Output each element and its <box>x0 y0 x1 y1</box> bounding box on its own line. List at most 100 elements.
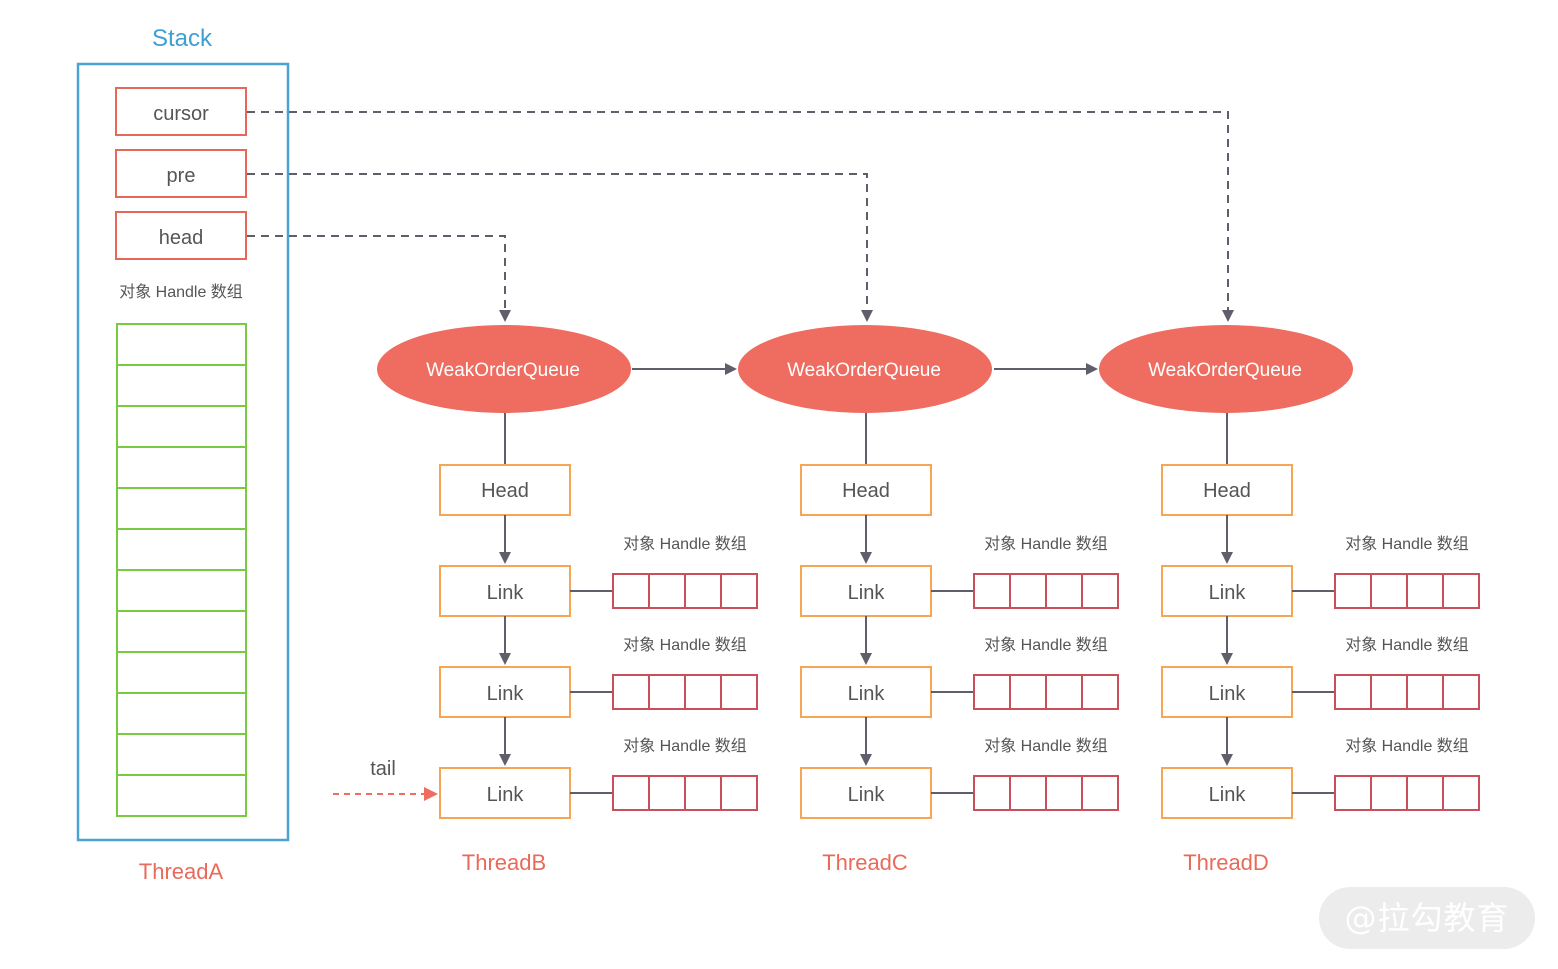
link-array-slot <box>720 775 758 811</box>
link-array-slot <box>1081 775 1119 811</box>
tail-label: tail <box>370 758 396 780</box>
pointer-pre-label: pre <box>167 165 196 187</box>
thread-label: ThreadC <box>822 850 908 875</box>
link-array-label: 对象 Handle 数组 <box>623 737 747 755</box>
stack-array-slot <box>116 528 247 571</box>
link-node <box>439 565 571 617</box>
head-node-label: Head <box>842 480 890 502</box>
link-array-slot <box>1370 573 1408 609</box>
stack-array-slot <box>116 323 247 366</box>
link-array-slot <box>1442 775 1480 811</box>
link-array-slot <box>1406 674 1444 710</box>
link-array-slot <box>1334 573 1372 609</box>
stack-array-slot <box>116 446 247 489</box>
link-array-slot <box>1009 775 1047 811</box>
link-array-slot <box>1334 674 1372 710</box>
link-array-slot <box>1442 573 1480 609</box>
link-array-label: 对象 Handle 数组 <box>1345 636 1469 654</box>
link-array-slot <box>973 775 1011 811</box>
stack-array-slot <box>116 692 247 735</box>
link-array-slot <box>1370 674 1408 710</box>
link-array-slot <box>973 674 1011 710</box>
stack-array-slot <box>116 733 247 776</box>
stack-array-slot <box>116 774 247 817</box>
pre-pointer-line <box>247 173 873 322</box>
link-node-label: Link <box>1209 683 1247 705</box>
stack-array-slot <box>116 405 247 448</box>
stack-array-slot <box>116 651 247 694</box>
pointer-cursor-label: cursor <box>153 103 209 125</box>
head-node-label: Head <box>481 480 529 502</box>
link-array-slot <box>720 674 758 710</box>
link-array-slot <box>973 573 1011 609</box>
stack-container <box>76 62 290 842</box>
stack-array-slot <box>116 569 247 612</box>
link-array-slot <box>612 775 650 811</box>
link-array-label: 对象 Handle 数组 <box>623 535 747 553</box>
link-node <box>1161 767 1293 819</box>
head-pointer-line <box>247 235 511 322</box>
link-array-slot <box>720 573 758 609</box>
link-array-slot <box>684 674 722 710</box>
thread-label: ThreadB <box>462 850 546 875</box>
link-array-slot <box>648 573 686 609</box>
link-array-slot <box>648 674 686 710</box>
link-array-label: 对象 Handle 数组 <box>984 636 1108 654</box>
link-array-label: 对象 Handle 数组 <box>984 535 1108 553</box>
link-array-slot <box>1406 775 1444 811</box>
pointer-pre: pre <box>115 149 247 198</box>
link-array-slot <box>612 573 650 609</box>
link-array-slot <box>684 775 722 811</box>
weak-order-queue-label: WeakOrderQueue <box>426 360 580 381</box>
link-node-label: Link <box>1209 784 1247 806</box>
weak-order-queue-node <box>377 325 631 413</box>
watermark: @拉勾教育 <box>1319 887 1535 949</box>
weak-order-queue-label: WeakOrderQueue <box>1148 360 1302 381</box>
pointer-head-label: head <box>159 227 204 249</box>
link-array-slot <box>1334 775 1372 811</box>
link-node <box>1161 565 1293 617</box>
stack-array-label: 对象 Handle 数组 <box>119 283 243 301</box>
link-array-slot <box>1045 775 1083 811</box>
link-array-slot <box>1442 674 1480 710</box>
link-array-label: 对象 Handle 数组 <box>984 737 1108 755</box>
stack-handle-array <box>116 323 247 817</box>
pointer-cursor: cursor <box>115 87 247 136</box>
link-array-slot <box>1009 674 1047 710</box>
link-array-slot <box>1406 573 1444 609</box>
link-node-label: Link <box>487 784 525 806</box>
head-node <box>1161 464 1293 516</box>
link-node-label: Link <box>1209 582 1247 604</box>
link-array-slot <box>1081 573 1119 609</box>
head-node-label: Head <box>1203 480 1251 502</box>
link-array-slot <box>1081 674 1119 710</box>
stack-title: Stack <box>152 25 213 52</box>
link-node <box>800 767 932 819</box>
link-node-label: Link <box>487 683 525 705</box>
weak-order-queue-label: WeakOrderQueue <box>787 360 941 381</box>
link-array-slot <box>1009 573 1047 609</box>
stack-array-slot <box>116 487 247 530</box>
stack-array-slot <box>116 610 247 653</box>
link-node <box>800 565 932 617</box>
link-array-slot <box>1045 573 1083 609</box>
pointer-head: head <box>115 211 247 260</box>
link-node-label: Link <box>848 683 886 705</box>
link-node <box>1161 666 1293 718</box>
link-array-label: 对象 Handle 数组 <box>1345 535 1469 553</box>
stack-array-slot <box>116 364 247 407</box>
thread-a-label: ThreadA <box>139 859 224 884</box>
link-node-label: Link <box>848 784 886 806</box>
link-array-slot <box>648 775 686 811</box>
weak-order-queue-node <box>738 325 992 413</box>
link-array-slot <box>684 573 722 609</box>
weak-order-queue-node <box>1099 325 1353 413</box>
link-node <box>439 767 571 819</box>
cursor-pointer-line <box>247 111 1234 322</box>
head-node <box>800 464 932 516</box>
